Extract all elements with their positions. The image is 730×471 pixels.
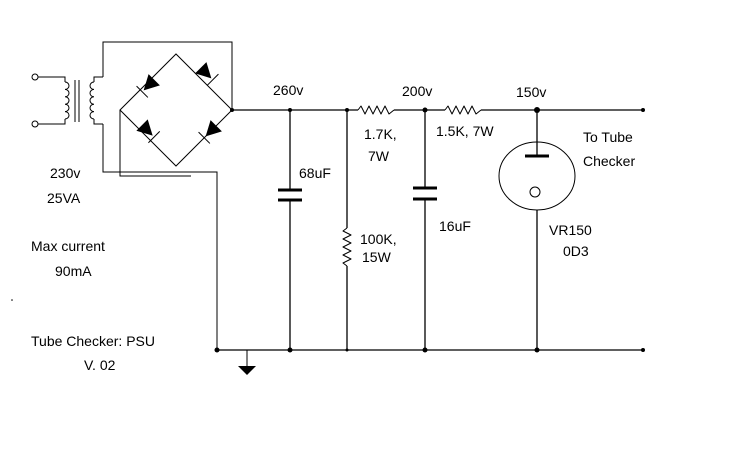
title-line-1: Tube Checker: PSU [31,333,155,349]
capacitor-68uf [278,110,302,350]
max-current-value: 90mA [55,263,92,279]
r-100k-label-line-2: 15W [362,249,392,265]
resistor-1k5 [444,105,482,115]
diode-4 [198,120,222,144]
r-1k7-label-line-1: 1.7K, [364,126,397,142]
transformer-voltage-label: 230v [50,165,80,181]
output-label-line-1: To Tube [583,129,633,145]
resistor-100k [342,110,352,350]
primary-terminal-top [31,73,39,81]
max-current-label: Max current [31,238,105,254]
resistor-1k7 [357,105,395,115]
diode-2 [195,62,219,86]
vr150-tube [498,110,576,350]
r-1k5-label: 1.5K, 7W [436,123,494,139]
node-260v-label: 260v [273,82,303,98]
output-terminal-ground [641,348,645,352]
cap-16uf-label: 16uF [439,218,471,234]
title-line-2: V. 02 [84,357,116,373]
primary-terminal-bottom [31,120,39,128]
diode-1 [136,74,160,98]
tube-label-line-2: 0D3 [563,243,589,259]
node-150v-label: 150v [516,84,546,100]
r-100k-label-line-1: 100K, [360,231,397,247]
junctions [11,107,645,353]
ground-icon [238,350,256,375]
transformer [31,73,103,128]
transformer-power-label: 25VA [47,190,81,206]
bridge-rectifier [102,41,233,350]
capacitor-16uf [413,110,437,350]
diode-3 [136,119,161,144]
output-label-line-2: Checker [583,153,635,169]
node-200v-label: 200v [402,83,432,99]
tube-label-line-1: VR150 [549,222,592,238]
tube-cathode [529,186,541,198]
cap-68uf-label: 68uF [299,165,331,181]
output-terminal-positive [641,108,645,112]
r-1k7-label-line-2: 7W [368,148,390,164]
